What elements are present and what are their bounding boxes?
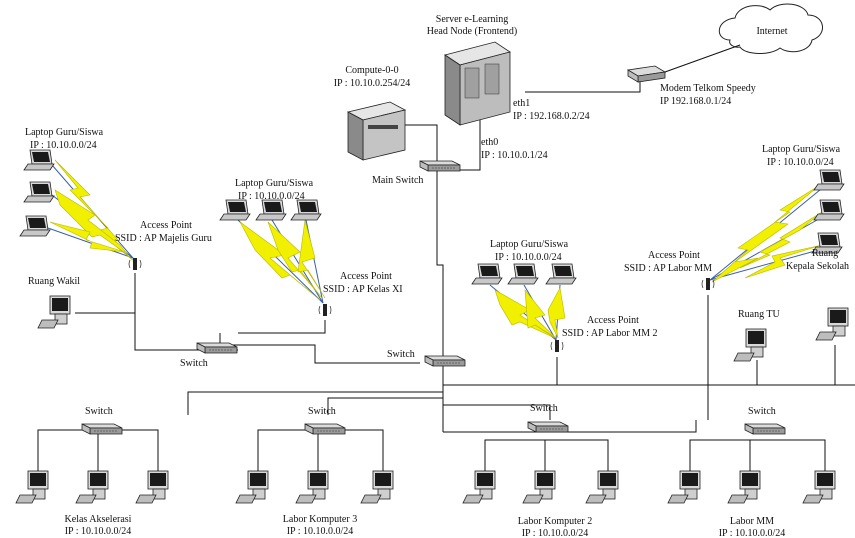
ap-majelis-title: Access Point <box>140 220 192 231</box>
eth0-ip-label: IP : 10.10.0.1/24 <box>481 150 548 161</box>
eth1-ip-label: IP : 192.168.0.2/24 <box>513 111 590 122</box>
laptop-group4-ip: IP : 10.10.0.0/24 <box>767 157 834 168</box>
ruang-tu: Ruang TU <box>733 309 781 362</box>
ruang-label: Ruang <box>812 248 838 259</box>
modem-ip-label: IP 192.168.0.1/24 <box>660 96 731 107</box>
kepala-sekolah-label: Kepala Sekolah <box>786 261 849 272</box>
labor-komputer2-label: Labor Komputer 2 <box>518 516 592 527</box>
lab-labor-komputer-3: Switch Labor Komputer 3 IP : 10.10.0.0/2… <box>235 406 394 537</box>
lab-labor-komputer-2: Switch Labor Komputer 2 IP : 10.10.0.0/2… <box>462 403 619 538</box>
labor-komputer3-ip: IP : 10.10.0.0/24 <box>287 526 354 537</box>
eth1-label: eth1 <box>513 98 530 109</box>
ruang-wakil: Ruang Wakil <box>28 276 80 329</box>
switch-left: Switch <box>180 342 238 369</box>
switch-komputer2-label: Switch <box>530 403 558 414</box>
ap-kelas-xi-ssid: SSID : AP Kelas XI <box>323 284 403 295</box>
ruang-kepala-sekolah: Ruang Kepala Sekolah <box>786 248 849 341</box>
internet-label: Internet <box>756 26 787 37</box>
modem: Modem Telkom Speedy IP 192.168.0.1/24 <box>626 44 756 107</box>
laptop-group4-title: Laptop Guru/Siswa <box>762 144 841 155</box>
laptop-group2-ip: IP : 10.10.0.0/24 <box>238 191 305 202</box>
ap-labor-mm2-group: Laptop Guru/Siswa IP : 10.10.0.0/24 Acce… <box>471 239 657 353</box>
labor-mm-ip: IP : 10.10.0.0/24 <box>719 528 786 538</box>
switch-left-label: Switch <box>180 358 208 369</box>
ap-labor-mm-group: Laptop Guru/Siswa IP : 10.10.0.0/24 Acce… <box>624 144 845 291</box>
main-switch-label: Main Switch <box>372 175 423 186</box>
laptop-group2-title: Laptop Guru/Siswa <box>235 178 314 189</box>
internet-cloud: Internet <box>718 3 823 54</box>
switch-kelas-akselerasi-label: Switch <box>85 406 113 417</box>
ap-kelas-xi-title: Access Point <box>340 271 392 282</box>
laptop-group3-title: Laptop Guru/Siswa <box>490 239 569 250</box>
labor-komputer3-label: Labor Komputer 3 <box>283 514 357 525</box>
switch-labor-mm-label: Switch <box>748 406 776 417</box>
server-title-line1: Server e-Learning <box>436 14 508 25</box>
ap-labor-mm2-ssid: SSID : AP Labor MM 2 <box>562 328 657 339</box>
ap-labor-mm-title: Access Point <box>648 250 700 261</box>
kelas-akselerasi-label: Kelas Akselerasi <box>65 514 132 525</box>
server-title-line2: Head Node (Frontend) <box>427 26 518 37</box>
switch-center: Switch <box>387 349 466 367</box>
server-head-node: Server e-Learning Head Node (Frontend) e… <box>427 14 590 161</box>
compute-node: Compute-0-0 IP : 10.10.0.254/24 <box>334 65 411 161</box>
ruang-tu-label: Ruang TU <box>738 309 781 320</box>
switch-komputer3-label: Switch <box>308 406 336 417</box>
compute-ip-label: IP : 10.10.0.254/24 <box>334 78 411 89</box>
labor-mm-label: Labor MM <box>730 516 774 527</box>
ruang-wakil-label: Ruang Wakil <box>28 276 80 287</box>
laptop-group1-ip: IP : 10.10.0.0/24 <box>30 140 97 151</box>
modem-name-label: Modem Telkom Speedy <box>660 83 756 94</box>
labor-komputer2-ip: IP : 10.10.0.0/24 <box>522 528 589 538</box>
switch-center-label: Switch <box>387 349 415 360</box>
ap-labor-mm2-title: Access Point <box>587 315 639 326</box>
kelas-akselerasi-ip: IP : 10.10.0.0/24 <box>65 526 132 537</box>
laptop-group3-ip: IP : 10.10.0.0/24 <box>495 252 562 263</box>
ap-majelis-group: Laptop Guru/Siswa IP : 10.10.0.0/24 Acce… <box>19 127 212 271</box>
main-switch: Main Switch <box>372 160 461 186</box>
ap-majelis-ssid: SSID : AP Majelis Guru <box>115 233 212 244</box>
ap-labor-mm-ssid: SSID : AP Labor MM <box>624 263 712 274</box>
lab-labor-mm: Switch Labor MM IP : 10.10.0.0/24 <box>667 406 836 538</box>
backbone-wires <box>37 80 855 480</box>
eth0-label: eth0 <box>481 137 498 148</box>
laptop-group1-title: Laptop Guru/Siswa <box>25 127 104 138</box>
lab-kelas-akselerasi: Switch Kelas Akselerasi IP : 10.10.0.0/2… <box>15 406 169 537</box>
compute-name-label: Compute-0-0 <box>345 65 398 76</box>
ap-kelas-xi-group: Laptop Guru/Siswa IP : 10.10.0.0/24 Acce… <box>219 178 403 317</box>
